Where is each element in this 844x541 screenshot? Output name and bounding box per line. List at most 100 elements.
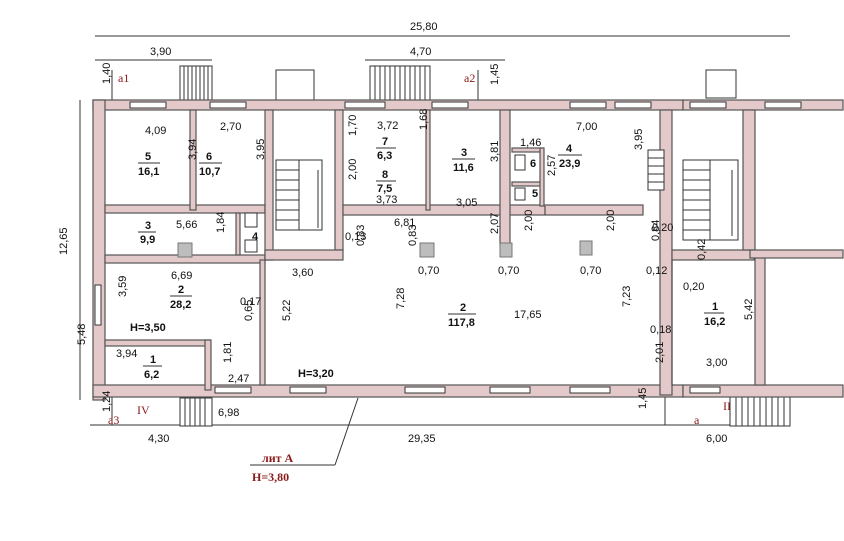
svg-text:0,70: 0,70 bbox=[580, 265, 601, 277]
svg-text:0,70: 0,70 bbox=[498, 265, 519, 277]
axis-marks: a1 a2 a3 IV a II bbox=[108, 71, 731, 427]
svg-text:1,70: 1,70 bbox=[347, 115, 359, 136]
svg-text:0,20: 0,20 bbox=[652, 222, 673, 234]
svg-text:7,28: 7,28 bbox=[395, 288, 407, 309]
svg-text:6,81: 6,81 bbox=[394, 217, 415, 229]
svg-text:8: 8 bbox=[382, 169, 388, 181]
svg-text:10,7: 10,7 bbox=[199, 166, 220, 178]
mark-a3: a3 bbox=[108, 413, 119, 427]
svg-text:5: 5 bbox=[145, 151, 151, 163]
svg-text:3,95: 3,95 bbox=[255, 139, 267, 160]
room-3-top: 3 11,6 bbox=[452, 147, 475, 174]
svg-text:6: 6 bbox=[206, 151, 212, 163]
svg-text:6,3: 6,3 bbox=[377, 150, 392, 162]
svg-text:7,00: 7,00 bbox=[576, 121, 597, 133]
svg-text:3,95: 3,95 bbox=[633, 129, 645, 150]
dim-bottom-left: 4,30 bbox=[148, 433, 169, 445]
svg-text:3,60: 3,60 bbox=[292, 267, 313, 279]
dim-bottom-right2: 6,00 bbox=[706, 433, 727, 445]
dim-bottom-total: 29,35 bbox=[408, 433, 436, 445]
height-left-block: H=3,50 bbox=[130, 322, 166, 334]
dim-top-total: 25,80 bbox=[410, 21, 438, 33]
svg-text:28,2: 28,2 bbox=[170, 299, 191, 311]
svg-text:3,73: 3,73 bbox=[376, 194, 397, 206]
dim-bottom-right: 1,45 bbox=[637, 388, 649, 409]
svg-text:6,69: 6,69 bbox=[171, 270, 192, 282]
svg-text:0,12: 0,12 bbox=[646, 265, 667, 277]
svg-text:117,8: 117,8 bbox=[448, 317, 475, 329]
mark-ii: II bbox=[723, 399, 731, 413]
svg-text:7,5: 7,5 bbox=[377, 183, 392, 195]
fixtures bbox=[177, 154, 593, 258]
dim-left-total: 12,65 bbox=[58, 227, 70, 255]
dim-bottom-left2: 6,98 bbox=[218, 407, 239, 419]
svg-text:1,46: 1,46 bbox=[520, 137, 541, 149]
svg-text:16,1: 16,1 bbox=[138, 166, 159, 178]
lit-label: лит А bbox=[262, 451, 294, 465]
right-partitions bbox=[544, 206, 673, 385]
svg-text:5,66: 5,66 bbox=[176, 219, 197, 231]
room-1-right: 1 16,2 bbox=[704, 301, 725, 328]
svg-text:1,81: 1,81 bbox=[222, 342, 234, 363]
svg-text:1,68: 1,68 bbox=[418, 109, 430, 130]
mark-a1: a1 bbox=[118, 71, 129, 85]
svg-text:1,84: 1,84 bbox=[215, 212, 227, 233]
room-4-left: 4 bbox=[252, 231, 259, 243]
svg-text:1: 1 bbox=[712, 301, 718, 313]
svg-text:1: 1 bbox=[150, 354, 156, 366]
svg-text:7: 7 bbox=[382, 136, 388, 148]
room-5: 5 16,1 bbox=[138, 151, 160, 178]
dim-left-bottom: 1,24 bbox=[101, 391, 113, 412]
lit-a-label: лит А H=3,80 bbox=[250, 397, 359, 484]
svg-text:2,00: 2,00 bbox=[523, 210, 535, 231]
svg-text:23,9: 23,9 bbox=[559, 158, 580, 170]
lit-height: H=3,80 bbox=[252, 470, 289, 484]
height-hall: H=3,20 bbox=[298, 368, 334, 380]
svg-text:2: 2 bbox=[178, 284, 184, 296]
svg-text:2,57: 2,57 bbox=[546, 155, 558, 176]
svg-text:3,81: 3,81 bbox=[489, 141, 501, 162]
svg-text:0,17: 0,17 bbox=[240, 296, 261, 308]
dim-left-mid: 5,48 bbox=[76, 324, 88, 345]
svg-text:0,83: 0,83 bbox=[407, 225, 419, 246]
svg-text:4,09: 4,09 bbox=[145, 125, 166, 137]
dim-top-mid: 4,70 bbox=[410, 46, 431, 58]
svg-text:6,2: 6,2 bbox=[144, 369, 159, 381]
svg-text:5,22: 5,22 bbox=[281, 300, 293, 321]
svg-text:3: 3 bbox=[145, 220, 151, 232]
room-3-left: 3 9,9 bbox=[138, 220, 156, 246]
svg-text:4: 4 bbox=[566, 143, 573, 155]
stairwells bbox=[275, 149, 739, 241]
svg-text:16,2: 16,2 bbox=[704, 316, 725, 328]
svg-text:0,13: 0,13 bbox=[345, 231, 366, 243]
svg-text:2,00: 2,00 bbox=[347, 159, 359, 180]
mark-iv: IV bbox=[137, 403, 150, 417]
room-1-left: 1 6,2 bbox=[143, 354, 162, 381]
svg-text:3,00: 3,00 bbox=[706, 357, 727, 369]
svg-text:0,42: 0,42 bbox=[696, 239, 708, 260]
svg-text:2,47: 2,47 bbox=[228, 373, 249, 385]
room-2-main: 2 117,8 bbox=[448, 302, 476, 329]
room-2-left: 2 28,2 bbox=[170, 284, 192, 311]
svg-text:0,83: 0,83 bbox=[355, 225, 367, 246]
svg-text:3,72: 3,72 bbox=[377, 120, 398, 132]
svg-text:0,70: 0,70 bbox=[418, 265, 439, 277]
svg-text:5,42: 5,42 bbox=[743, 299, 755, 320]
dim-left-top: 1,40 bbox=[101, 63, 113, 84]
room-6-small: 6 bbox=[530, 158, 536, 170]
svg-text:3,94: 3,94 bbox=[187, 139, 199, 160]
outer-dimension-labels: 25,80 3,90 4,70 12,65 1,40 5,48 1,24 1,4… bbox=[58, 21, 727, 445]
svg-text:0,18: 0,18 bbox=[650, 324, 671, 336]
room-4-top: 4 23,9 bbox=[558, 143, 582, 170]
svg-text:2: 2 bbox=[460, 302, 466, 314]
svg-text:2,07: 2,07 bbox=[489, 213, 501, 234]
svg-text:3: 3 bbox=[461, 147, 467, 159]
svg-text:17,65: 17,65 bbox=[514, 309, 542, 321]
svg-text:0,20: 0,20 bbox=[683, 281, 704, 293]
svg-text:7,23: 7,23 bbox=[621, 286, 633, 307]
dim-top-left: 3,90 bbox=[150, 46, 171, 58]
room-6: 6 10,7 bbox=[199, 151, 222, 178]
svg-text:3,05: 3,05 bbox=[456, 197, 477, 209]
svg-text:2,00: 2,00 bbox=[605, 210, 617, 231]
